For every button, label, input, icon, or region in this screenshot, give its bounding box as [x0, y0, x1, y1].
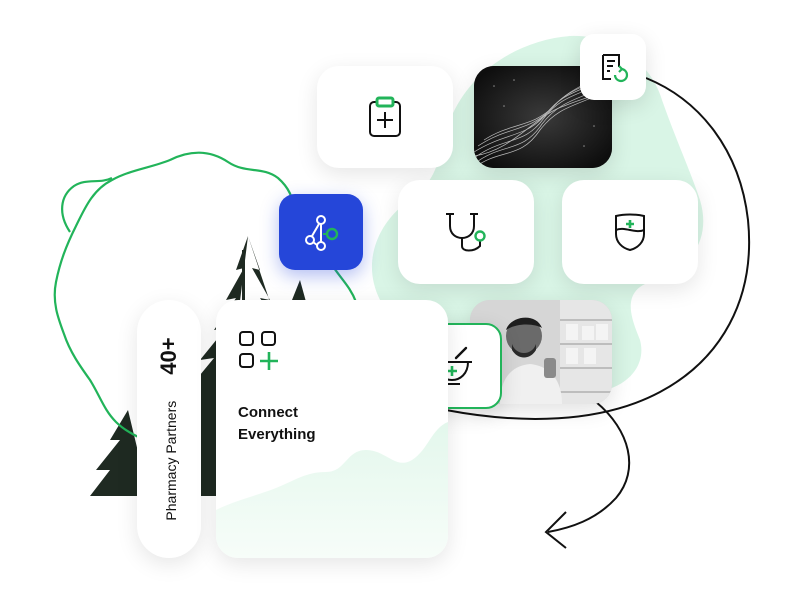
pharmacy-partners-stat: Pharmacy Partners 40+	[137, 300, 201, 558]
prescription-card[interactable]	[580, 34, 646, 100]
app-grid-plus-icon	[239, 331, 278, 370]
stat-count: 40+	[156, 337, 181, 375]
stat-label: Pharmacy Partners	[163, 400, 179, 521]
clipboard-plus-icon	[369, 96, 401, 137]
connect-everything-card[interactable]: Connect Everything	[216, 300, 448, 558]
feature-title-line1: Connect	[238, 404, 298, 421]
clipboard-card[interactable]	[317, 66, 453, 168]
card-gradient-wave	[216, 422, 448, 558]
feature-title-line2: Everything	[238, 426, 316, 443]
network-card[interactable]	[279, 194, 363, 270]
shield-card[interactable]	[562, 180, 698, 284]
stethoscope-card[interactable]	[398, 180, 534, 284]
stethoscope-icon	[446, 213, 486, 252]
pharmacist-photo	[470, 300, 612, 404]
data-wave-photo	[474, 66, 612, 168]
feature-title: Connect Everything	[238, 402, 398, 446]
prescription-refill-icon	[602, 54, 629, 83]
network-node-icon	[305, 215, 339, 251]
shield-plus-icon	[615, 213, 645, 252]
